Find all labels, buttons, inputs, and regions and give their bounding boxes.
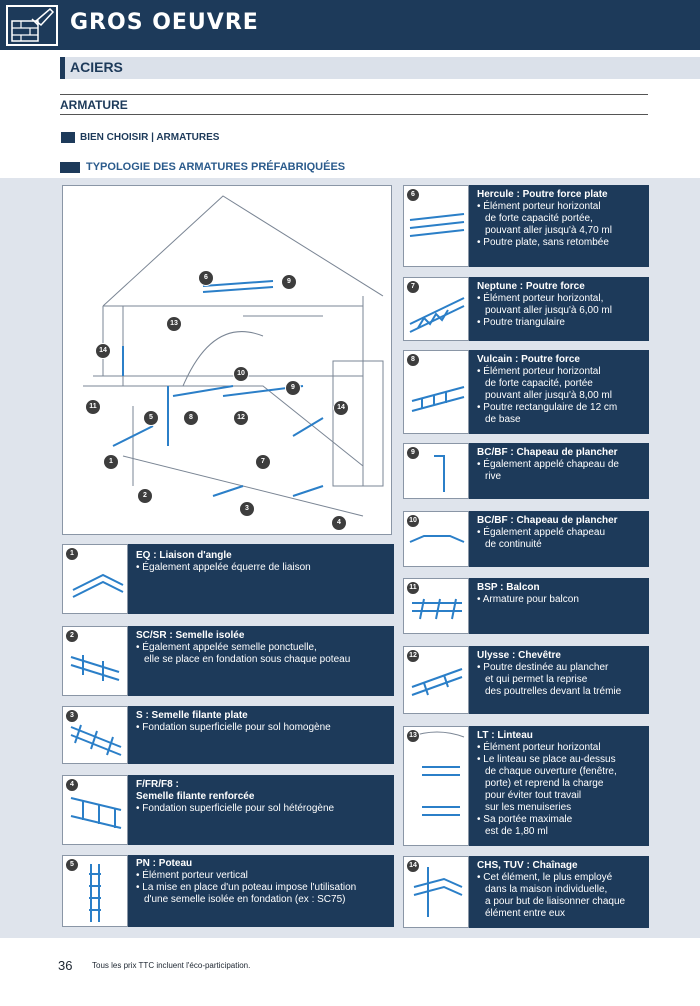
- card-text: • Fondation superficielle pour sol homog…: [136, 722, 331, 733]
- card-number: 9: [406, 446, 420, 460]
- card-title: PN : Poteau: [136, 858, 193, 869]
- card-text: • Élément porteur horizontal • Le lintea…: [477, 742, 617, 837]
- card-title: BC/BF : Chapeau de plancher: [477, 515, 618, 526]
- bullet-title: BIEN CHOISIR | ARMATURES: [80, 132, 220, 143]
- house-label: 7: [255, 450, 271, 470]
- card-text: • Fondation superficielle pour sol hétér…: [136, 803, 335, 814]
- page-title: GROS OEUVRE: [70, 10, 259, 35]
- card-hercule: 6 Hercule : Poutre force plate • Élément…: [403, 185, 649, 267]
- house-label: 14: [95, 339, 111, 359]
- house-label: 3: [239, 497, 255, 517]
- house-label: 9: [281, 270, 297, 290]
- divider-bottom: [60, 114, 648, 115]
- card-number: 13: [406, 729, 420, 743]
- card-title: Vulcain : Poutre force: [477, 354, 580, 365]
- divider-top: [60, 94, 648, 95]
- card-title: SC/SR : Semelle isolée: [136, 630, 245, 641]
- card-number: 1: [65, 547, 79, 561]
- house-label: 10: [233, 362, 249, 382]
- card-bsp: 11 BSP : Balcon • Armature pour balcon: [403, 578, 649, 634]
- card-neptune: 7 Neptune : Poutre force • Élément porte…: [403, 277, 649, 341]
- typology-marker: [60, 162, 80, 173]
- card-text: • Élément porteur horizontal, pouvant al…: [477, 293, 612, 328]
- house-label: 11: [85, 395, 101, 415]
- card-title: BC/BF : Chapeau de plancher: [477, 447, 618, 458]
- house-label: 14: [333, 396, 349, 416]
- page-number: 36: [58, 958, 73, 973]
- card-thumbnail: [62, 775, 128, 845]
- card-vulcain: 8 Vulcain : Poutre force • Élément porte…: [403, 350, 649, 434]
- card-text: • Armature pour balcon: [477, 594, 579, 605]
- card-text: • Également appelé chapeau de continuité: [477, 527, 606, 550]
- card-title: LT : Linteau: [477, 730, 533, 741]
- card-eq: 1 EQ : Liaison d'angle • Également appel…: [62, 544, 394, 614]
- card-text: • Poutre destinée au plancher et qui per…: [477, 662, 622, 697]
- section-title: ACIERS: [70, 59, 123, 75]
- card-number: 4: [65, 778, 79, 792]
- card-number: 14: [406, 859, 420, 873]
- card-chs-tuv: 14 CHS, TUV : Chaînage • Cet élément, le…: [403, 856, 649, 928]
- house-cutaway-illustration: 6 9 13 14 10 9 11 5 8 12 14 1 7 2 3 4: [62, 185, 392, 535]
- card-title: S : Semelle filante plate: [136, 710, 248, 721]
- card-text: • Cet élément, le plus employé dans la m…: [477, 872, 626, 919]
- card-thumbnail: [403, 277, 469, 341]
- card-number: 12: [406, 649, 420, 663]
- card-text: • Élément porteur horizontal de forte ca…: [477, 201, 612, 248]
- subsection-title: ARMATURE: [60, 98, 128, 112]
- house-label: 9: [285, 376, 301, 396]
- card-text: • Également appelée équerre de liaison: [136, 562, 311, 573]
- card-title: EQ : Liaison d'angle: [136, 550, 232, 561]
- section-band: [60, 57, 700, 79]
- house-label: 5: [143, 406, 159, 426]
- card-thumbnail: [403, 726, 469, 846]
- card-number: 10: [406, 514, 420, 528]
- card-lt: 13 LT : Linteau • Élément porteur horizo…: [403, 726, 649, 846]
- card-thumbnail: [403, 578, 469, 634]
- header-bar: [0, 0, 700, 50]
- card-title: F/FR/F8 :: [136, 779, 179, 790]
- card-pn: 5 PN : Poteau • Élément porteur vertical…: [62, 855, 394, 927]
- card-s: 3 S : Semelle filante plate • Fondation …: [62, 706, 394, 764]
- card-text: • Également appelé chapeau de rive: [477, 459, 619, 482]
- card-bc-bf-continuite: 10 BC/BF : Chapeau de plancher • Égaleme…: [403, 511, 649, 567]
- card-f: 4 F/FR/F8 : Semelle filante renforcée • …: [62, 775, 394, 845]
- trowel-wall-icon: [6, 5, 58, 46]
- card-sc-sr: 2 SC/SR : Semelle isolée • Également app…: [62, 626, 394, 696]
- card-title-2: Semelle filante renforcée: [136, 791, 255, 802]
- card-thumbnail: [62, 706, 128, 764]
- card-text: • Également appelée semelle ponctuelle, …: [136, 642, 351, 665]
- card-number: 3: [65, 709, 79, 723]
- card-number: 7: [406, 280, 420, 294]
- house-label: 2: [137, 484, 153, 504]
- house-label: 13: [166, 312, 182, 332]
- house-label: 8: [183, 406, 199, 426]
- typology-title: TYPOLOGIE DES ARMATURES PRÉFABRIQUÉES: [86, 161, 346, 173]
- card-title: Hercule : Poutre force plate: [477, 189, 608, 200]
- house-label: 6: [198, 266, 214, 286]
- card-number: 2: [65, 629, 79, 643]
- card-title: Ulysse : Chevêtre: [477, 650, 561, 661]
- card-text: • Élément porteur vertical • La mise en …: [136, 870, 357, 905]
- card-text: • Élément porteur horizontal de forte ca…: [477, 366, 618, 425]
- card-number: 11: [406, 581, 420, 595]
- house-label: 4: [331, 511, 347, 531]
- card-ulysse: 12 Ulysse : Chevêtre • Poutre destinée a…: [403, 646, 649, 714]
- card-title: CHS, TUV : Chaînage: [477, 860, 578, 871]
- card-bc-bf-rive: 9 BC/BF : Chapeau de plancher • Égalemen…: [403, 443, 649, 499]
- card-number: 8: [406, 353, 420, 367]
- bullet-square-icon: [61, 132, 75, 143]
- card-title: Neptune : Poutre force: [477, 281, 585, 292]
- house-label: 1: [103, 450, 119, 470]
- card-title: BSP : Balcon: [477, 582, 540, 593]
- card-number: 6: [406, 188, 420, 202]
- section-marker: [60, 57, 65, 79]
- house-label: 12: [233, 406, 249, 426]
- card-number: 5: [65, 858, 79, 872]
- footer-note: Tous les prix TTC incluent l'éco-partici…: [92, 961, 251, 970]
